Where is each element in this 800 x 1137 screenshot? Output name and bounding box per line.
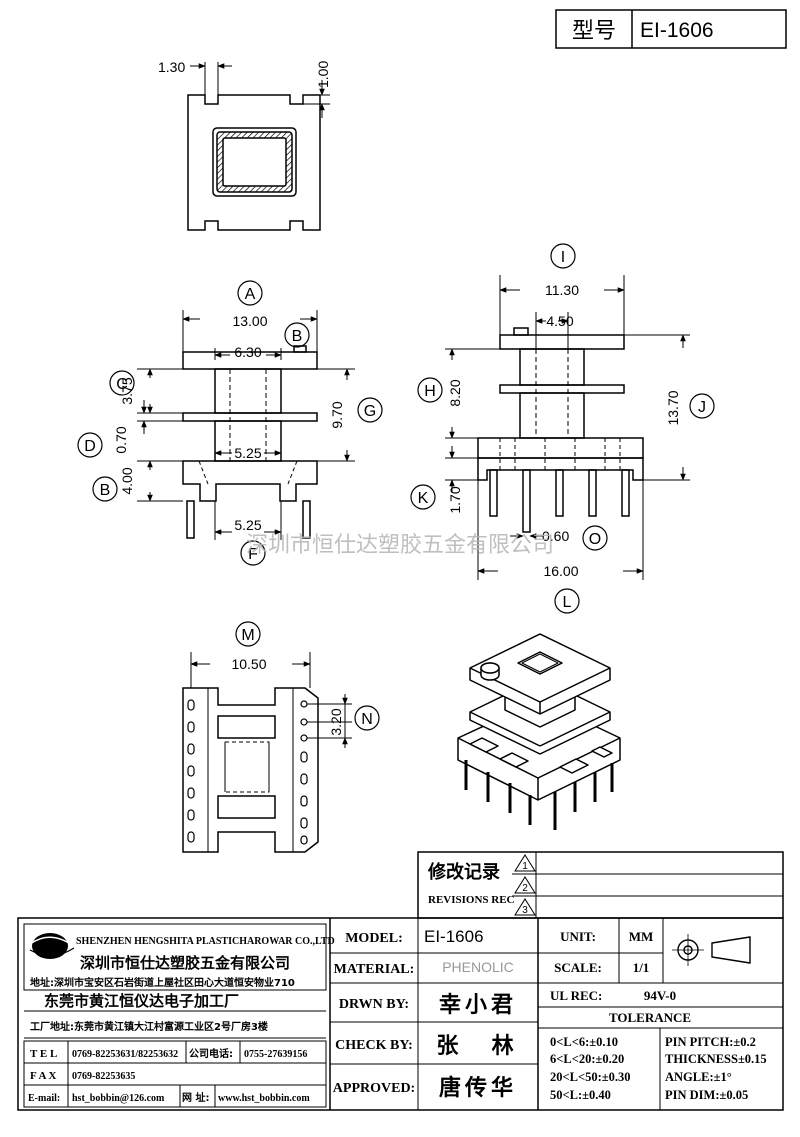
revision-mark-2: 2 <box>522 883 528 894</box>
dim-a: 13.00 <box>232 313 267 329</box>
side-view <box>445 275 690 580</box>
dim-front-inner: 6.30 <box>234 344 261 360</box>
dim-side-inner: 4.50 <box>546 313 573 329</box>
pin-tolerance-1: PIN PITCH:±0.2 <box>665 1035 756 1049</box>
title-block <box>17 917 784 1111</box>
company-address: 地址:深圳市宝安区石岩街道上屋社区田心大道恒安物业710 <box>30 976 295 989</box>
dim-c: 3.75 <box>119 377 135 404</box>
top-view <box>187 62 330 231</box>
dim-o: 0.60 <box>542 528 569 544</box>
tolerance-row-3: 20<L<50:±0.30 <box>550 1070 630 1084</box>
revision-mark-1: 1 <box>522 861 528 872</box>
web-label: 网 址: <box>182 1091 209 1104</box>
bottom-view-dims <box>190 652 352 748</box>
model-header: 型号 EI-1606 <box>555 9 787 49</box>
tel-label: T E L <box>30 1048 57 1060</box>
factory-name: 东莞市黄江恒仪达电子加工厂 <box>44 992 239 1010</box>
front-view <box>137 310 355 540</box>
bottom-view <box>182 687 319 853</box>
letter-b-bottom: B <box>100 482 111 499</box>
model-header-value: EI-1606 <box>640 19 714 42</box>
tel-value: 0769-82253631/82253632 <box>72 1049 178 1060</box>
pin-tolerance-4: PIN DIM:±0.05 <box>665 1088 748 1102</box>
pin-tolerance-2: THICKNESS±0.15 <box>665 1052 767 1066</box>
fax-value: 0769-82253635 <box>72 1071 135 1082</box>
material-value: PHENOLIC <box>442 959 514 975</box>
model-value: EI-1606 <box>424 927 484 946</box>
dim-b: 4.00 <box>119 467 135 494</box>
approved-label: APPROVED: <box>333 1081 415 1096</box>
dim-h: 8.20 <box>447 379 463 406</box>
letter-n: N <box>361 711 373 728</box>
company-name-cn: 深圳市恒仕达塑胶五金有限公司 <box>80 954 290 972</box>
check-label: CHECK BY: <box>335 1038 413 1053</box>
dim-k: 1.70 <box>447 486 463 513</box>
dim-g: 9.70 <box>329 401 345 428</box>
dim-m: 10.50 <box>231 656 266 672</box>
letter-g: G <box>364 403 376 420</box>
web-value: www.hst_bobbin.com <box>218 1093 310 1104</box>
projection-symbol-icon <box>672 934 751 966</box>
letter-b-top: B <box>292 328 303 345</box>
company-logo-icon <box>29 933 75 959</box>
label-circles-front <box>77 280 383 566</box>
letter-d: D <box>84 438 96 455</box>
watermark: 深圳市恒仕达塑胶五金有限公司 <box>246 533 554 558</box>
letter-i: I <box>561 249 565 266</box>
fax-label: F A X <box>30 1070 57 1082</box>
label-circles-side <box>410 243 715 614</box>
material-label: MATERIAL: <box>334 962 415 977</box>
scale-value: 1/1 <box>633 960 650 975</box>
letter-c: C <box>116 376 128 393</box>
letter-h: H <box>424 383 436 400</box>
unit-label: UNIT: <box>560 929 596 944</box>
approved-value: 唐传华 <box>439 1075 517 1101</box>
pin-tolerance-3: ANGLE:±1° <box>665 1070 732 1084</box>
letter-k: K <box>418 490 429 507</box>
dim-top-2: 1.00 <box>315 61 331 88</box>
dim-f: 5.25 <box>234 517 261 533</box>
company-phone-label: 公司电话: <box>189 1047 233 1060</box>
unit-value: MM <box>629 929 654 944</box>
letter-o: O <box>589 531 601 548</box>
letter-f: F <box>248 546 258 563</box>
drawn-value: 幸小君 <box>439 992 517 1018</box>
check-value: 张 林 <box>436 1034 519 1059</box>
dim-top-1: 1.30 <box>158 59 185 75</box>
company-name-en: SHENZHEN HENGSHITA PLASTICHAROWAR CO.,LT… <box>76 936 335 947</box>
factory-address: 工厂地址:东莞市黄江镇大江村富源工业区2号厂房3楼 <box>30 1020 268 1033</box>
scale-label: SCALE: <box>554 960 602 975</box>
letter-j: J <box>698 399 706 416</box>
model-label: MODEL: <box>345 931 403 946</box>
tolerance-label: TOLERANCE <box>609 1010 691 1025</box>
drawn-label: DRWN BY: <box>339 997 409 1012</box>
dim-d: 0.70 <box>113 426 129 453</box>
ul-label: UL REC: <box>550 988 602 1003</box>
company-phone-value: 0755-27639156 <box>244 1049 307 1060</box>
revision-mark-3: 3 <box>522 905 528 916</box>
email-value: hst_bobbin@126.com <box>72 1093 165 1104</box>
dim-i: 11.30 <box>545 282 579 298</box>
dim-n: 3.20 <box>328 708 344 735</box>
dim-front-mid: 5.25 <box>234 445 261 461</box>
label-circles-bottom <box>235 621 380 731</box>
letter-a: A <box>245 286 256 303</box>
tolerance-row-2: 6<L<20:±0.20 <box>550 1052 624 1066</box>
isometric-view <box>457 633 621 830</box>
email-label: E-mail: <box>28 1093 60 1104</box>
bottom-view-pin-slots <box>187 699 308 845</box>
dim-j: 13.70 <box>665 390 681 425</box>
letter-m: M <box>241 627 254 644</box>
letter-l: L <box>563 594 572 611</box>
tolerance-row-1: 0<L<6:±0.10 <box>550 1035 618 1049</box>
revisions-title-en: REVISIONS REC <box>428 894 515 906</box>
ul-value: 94V-0 <box>644 988 676 1003</box>
model-header-label: 型号 <box>572 19 616 44</box>
tolerance-row-4: 50<L:±0.40 <box>550 1088 611 1102</box>
revisions-title-cn: 修改记录 <box>427 861 500 883</box>
dim-l: 16.00 <box>543 563 578 579</box>
